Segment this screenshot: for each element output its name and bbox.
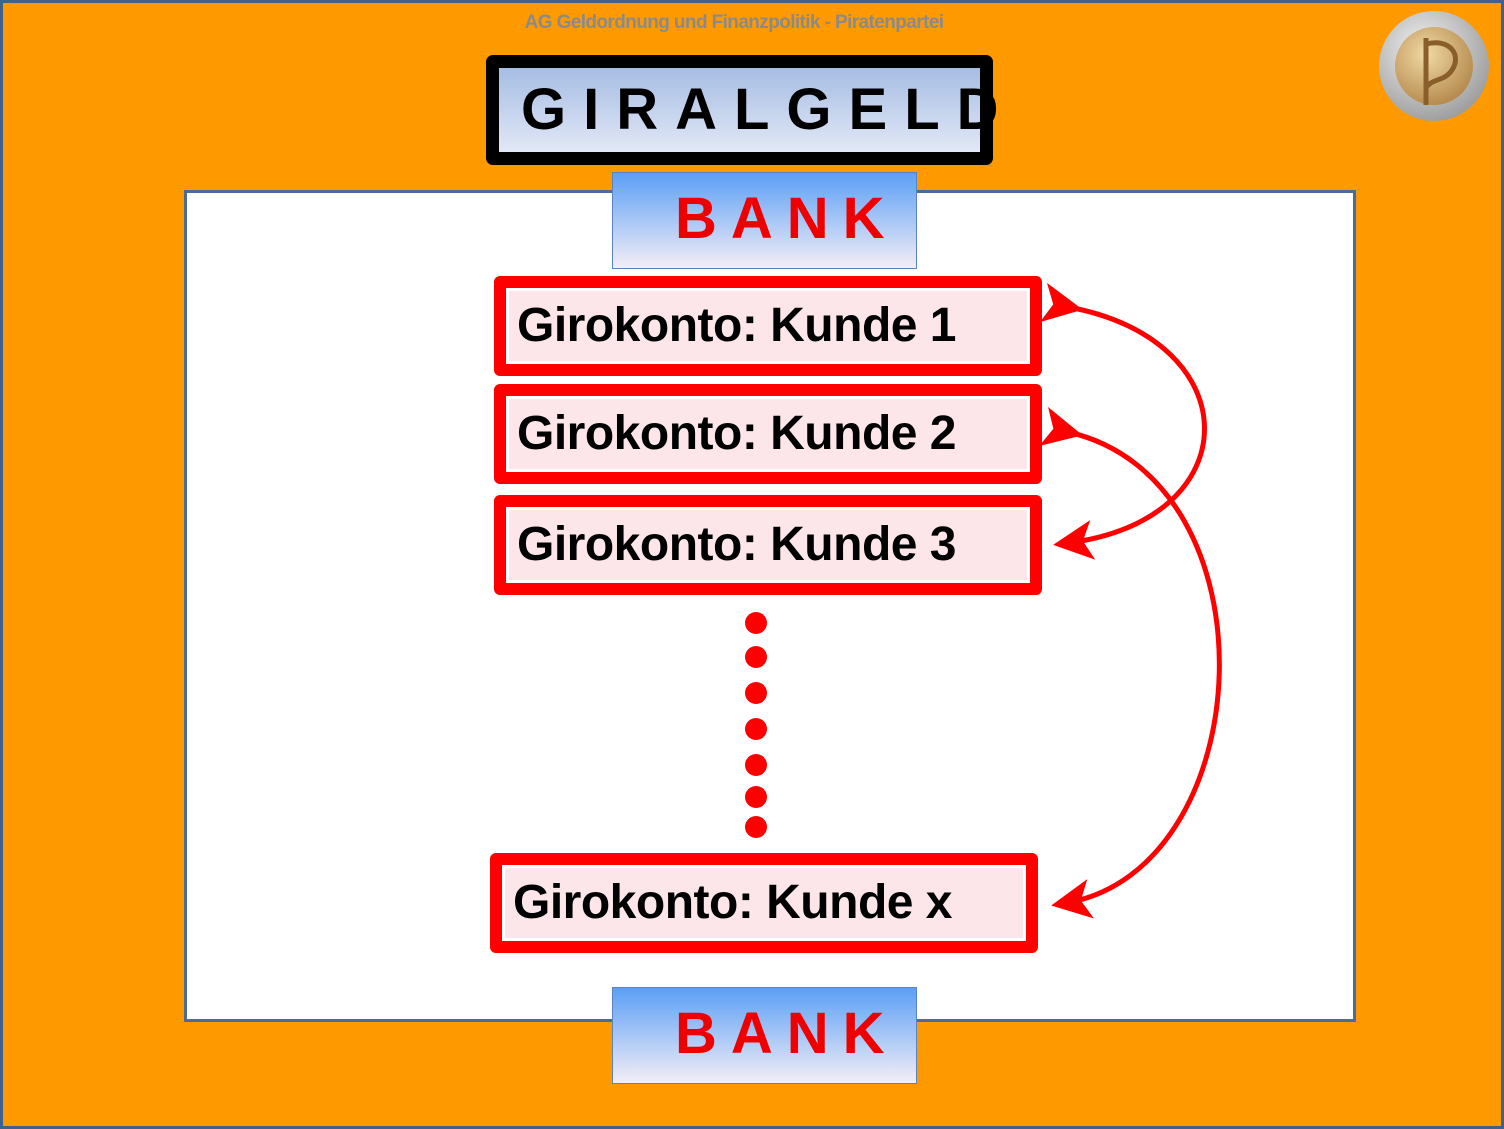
dot: [745, 682, 767, 704]
account-label: Girokonto: Kunde 1: [517, 299, 956, 352]
account-box-kunde-1: Girokonto: Kunde 1: [494, 276, 1042, 376]
account-label: Girokonto: Kunde 2: [517, 407, 956, 460]
bank-text: BANK: [675, 1001, 899, 1066]
bank-label-top: BANK: [612, 172, 917, 269]
slide-header: AG Geldordnung und Finanzpolitik - Pirat…: [524, 12, 944, 33]
ellipsis-dots: [745, 612, 767, 838]
bank-text: BANK: [675, 186, 899, 251]
pirate-party-logo: [1379, 11, 1489, 121]
bank-label-bottom: BANK: [612, 987, 917, 1084]
dot: [745, 754, 767, 776]
account-box-kunde-3: Girokonto: Kunde 3: [494, 495, 1042, 595]
title-text: GIRALGELD: [521, 77, 1016, 142]
dot: [745, 816, 767, 838]
account-box-kunde-x: Girokonto: Kunde x: [490, 853, 1038, 953]
account-label: Girokonto: Kunde 3: [517, 518, 956, 571]
dot: [745, 786, 767, 808]
dot: [745, 646, 767, 668]
account-label: Girokonto: Kunde x: [513, 876, 952, 929]
dot: [745, 718, 767, 740]
arrow-kunde1-kunde3: [1039, 282, 1207, 560]
account-box-kunde-2: Girokonto: Kunde 2: [494, 384, 1042, 484]
arrow-kunde2-kundex: [1039, 406, 1222, 919]
title-box: GIRALGELD: [486, 55, 999, 165]
dot: [745, 612, 767, 634]
